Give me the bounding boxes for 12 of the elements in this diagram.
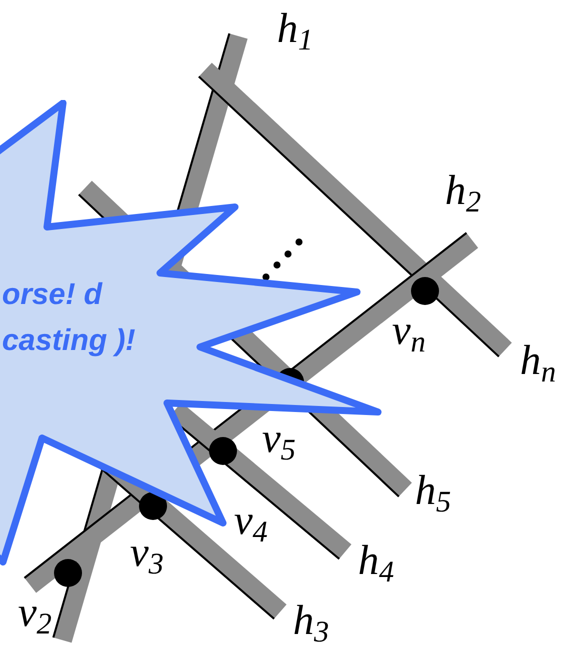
vertex-label: v$_{4}$ — [234, 500, 268, 548]
callout-text: orse! d casting )! — [2, 277, 136, 359]
line-label: h$_{5}$ — [415, 470, 451, 518]
line-label: h$_{4}$ — [358, 540, 394, 588]
line-label: h$_{1}$ — [277, 8, 313, 56]
line-label: h$_{2}$ — [445, 170, 481, 218]
vertex-label: v$_{n}$ — [392, 310, 426, 358]
line-label: h$_{n}$ — [520, 340, 556, 388]
vertex-label: v$_{5}$ — [262, 418, 296, 466]
vertex-label: v$_{3}$ — [130, 532, 164, 580]
line-label: h$_{3}$ — [293, 600, 329, 648]
vertex-label: v$_{2}$ — [18, 592, 52, 640]
